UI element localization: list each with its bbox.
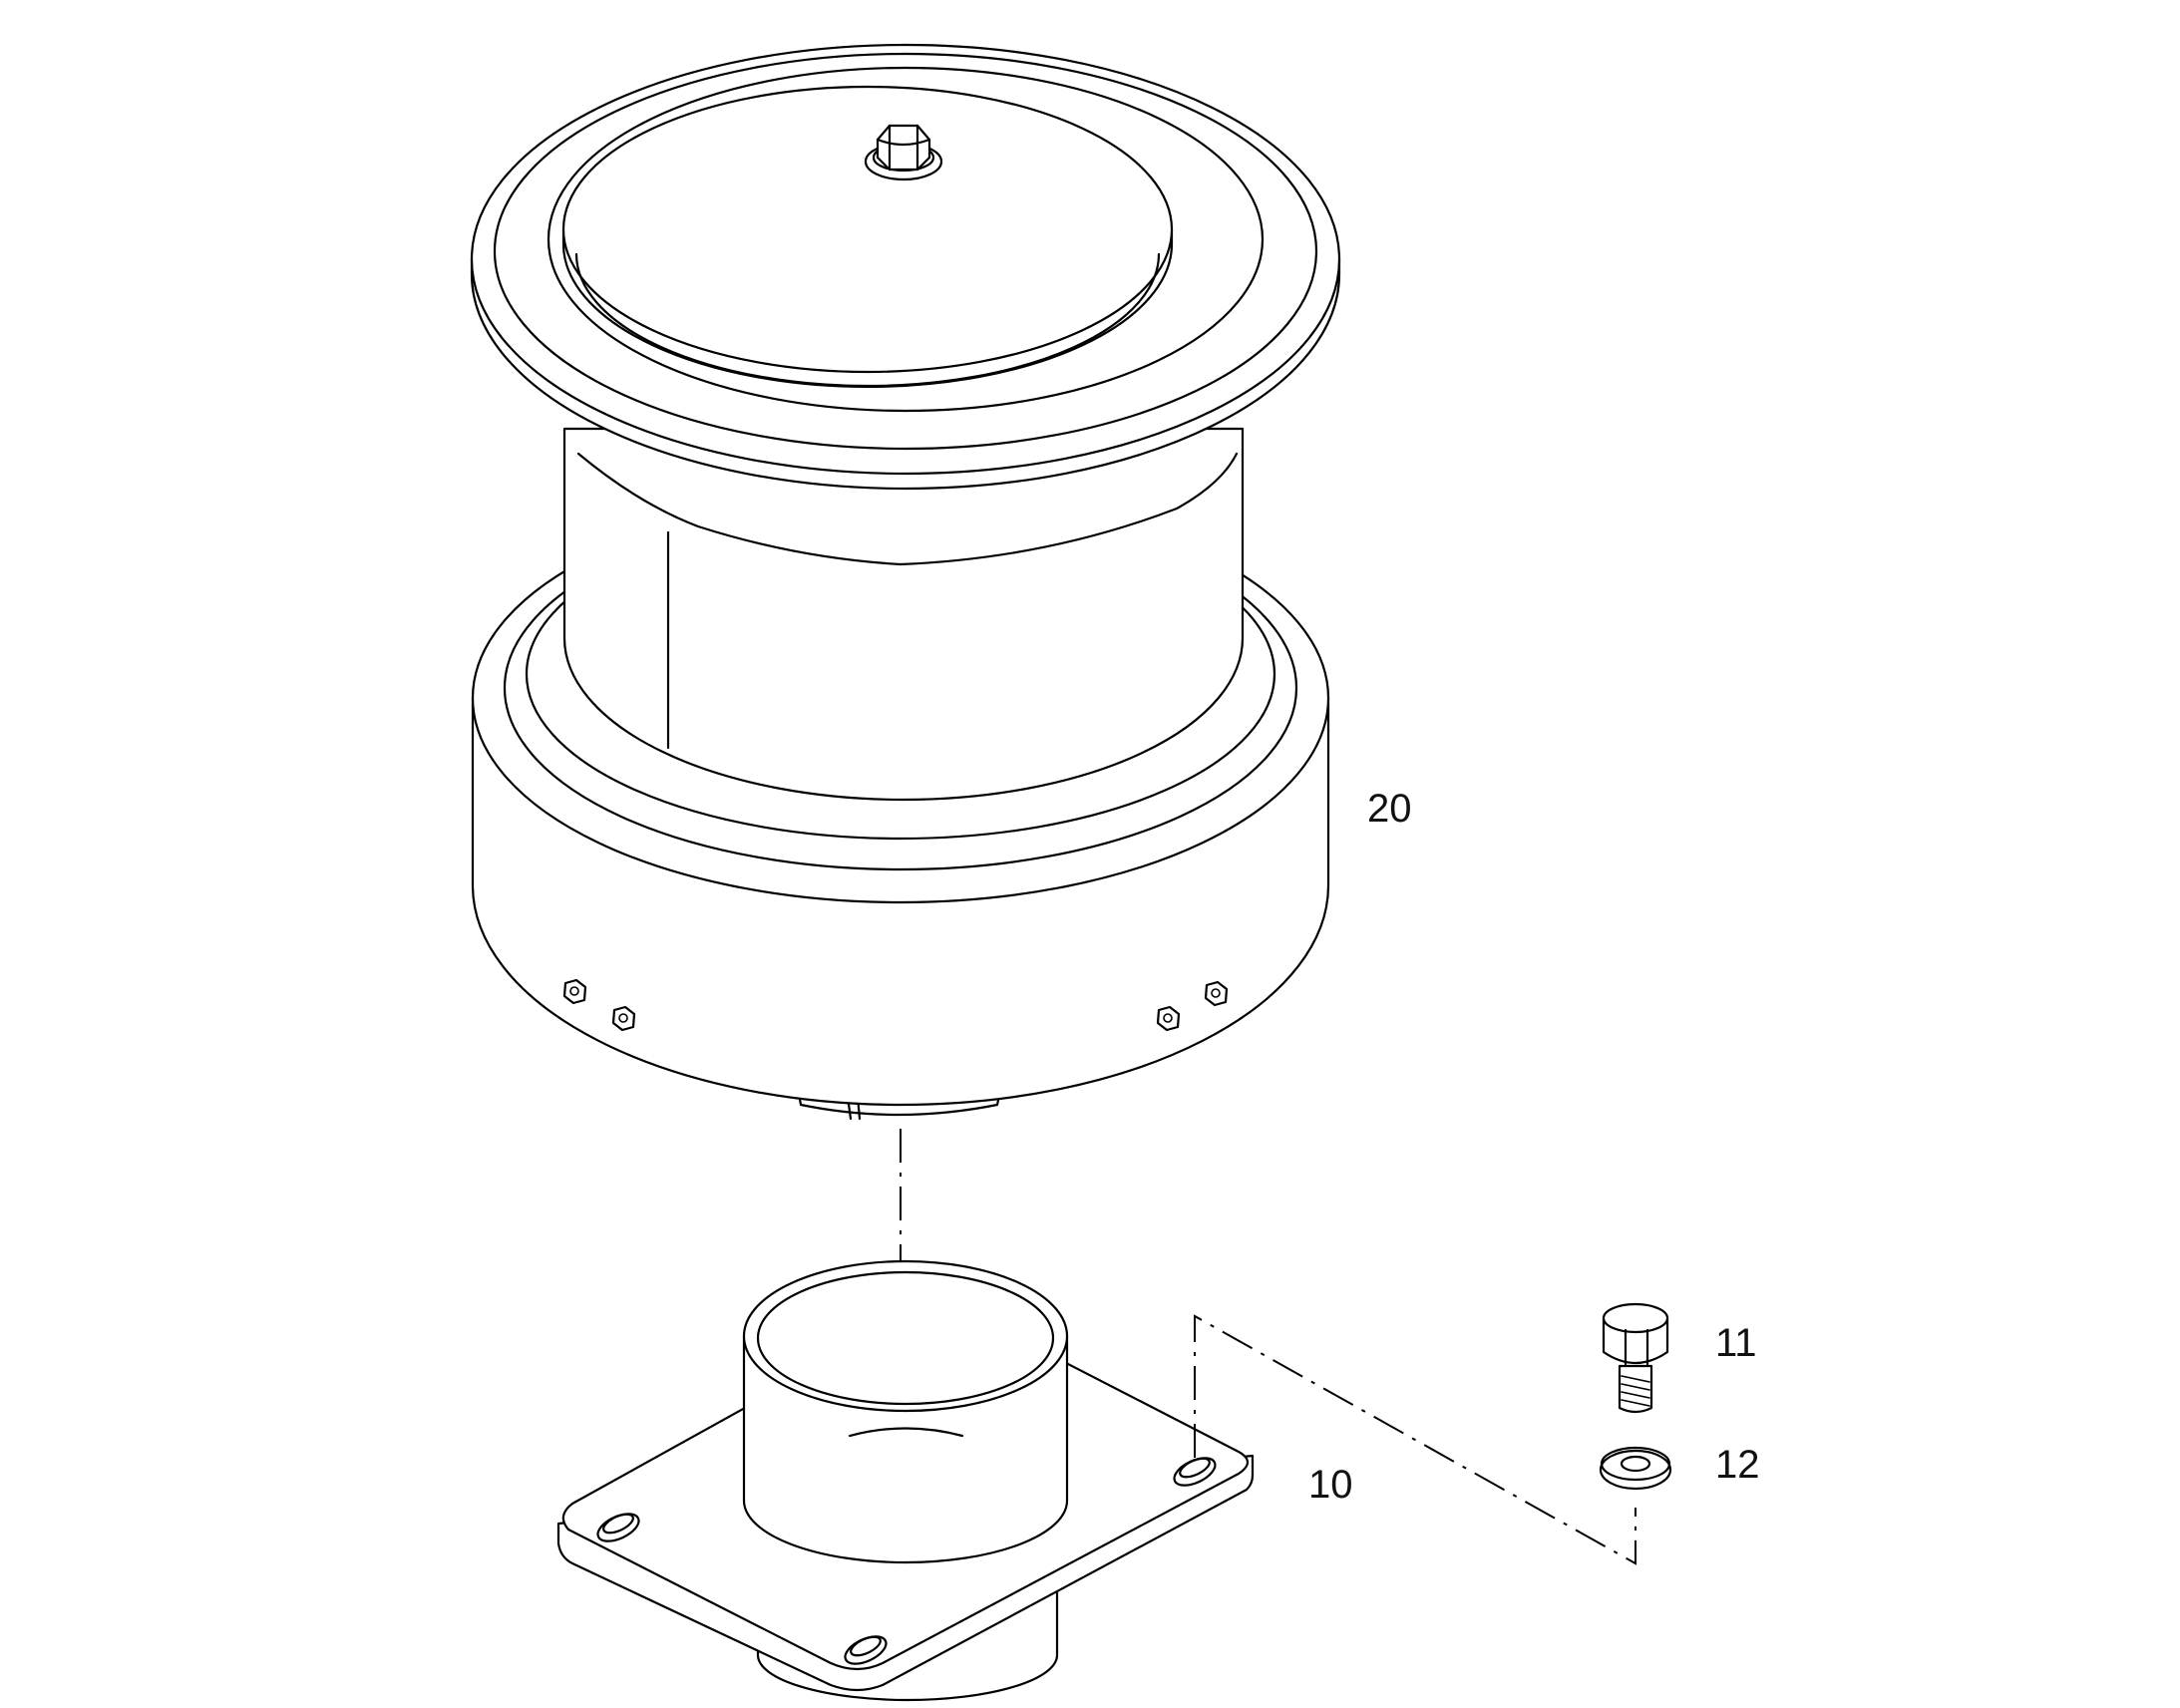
bolt-alignment-line <box>1194 1314 1636 1565</box>
callout-winch-drum: 20 <box>1367 787 1412 831</box>
callout-base-flange: 10 <box>1308 1463 1353 1507</box>
housing-fixing-nut <box>611 1005 636 1032</box>
callout-bolt: 11 <box>1715 1321 1757 1365</box>
mounting-slot <box>596 1513 640 1542</box>
mounting-slot <box>1173 1457 1217 1487</box>
hex-bolt: 11 <box>1602 1302 1757 1414</box>
winch-drum-assembly: 20 <box>470 43 1412 1121</box>
housing-fixing-nut <box>1204 980 1229 1007</box>
cap-center-bolt <box>864 124 943 181</box>
callout-washer: 12 <box>1715 1443 1760 1487</box>
winch-drum-barrel <box>562 427 1245 802</box>
base-flange-assembly: 10 <box>556 1259 1353 1702</box>
mounting-slot <box>844 1635 888 1665</box>
housing-fixing-nut <box>1156 1005 1181 1032</box>
winch-drum-top-cap <box>470 43 1341 491</box>
base-flange-tube <box>742 1259 1069 1564</box>
housing-fixing-nut <box>562 978 587 1005</box>
flat-washer: 12 <box>1599 1443 1760 1491</box>
